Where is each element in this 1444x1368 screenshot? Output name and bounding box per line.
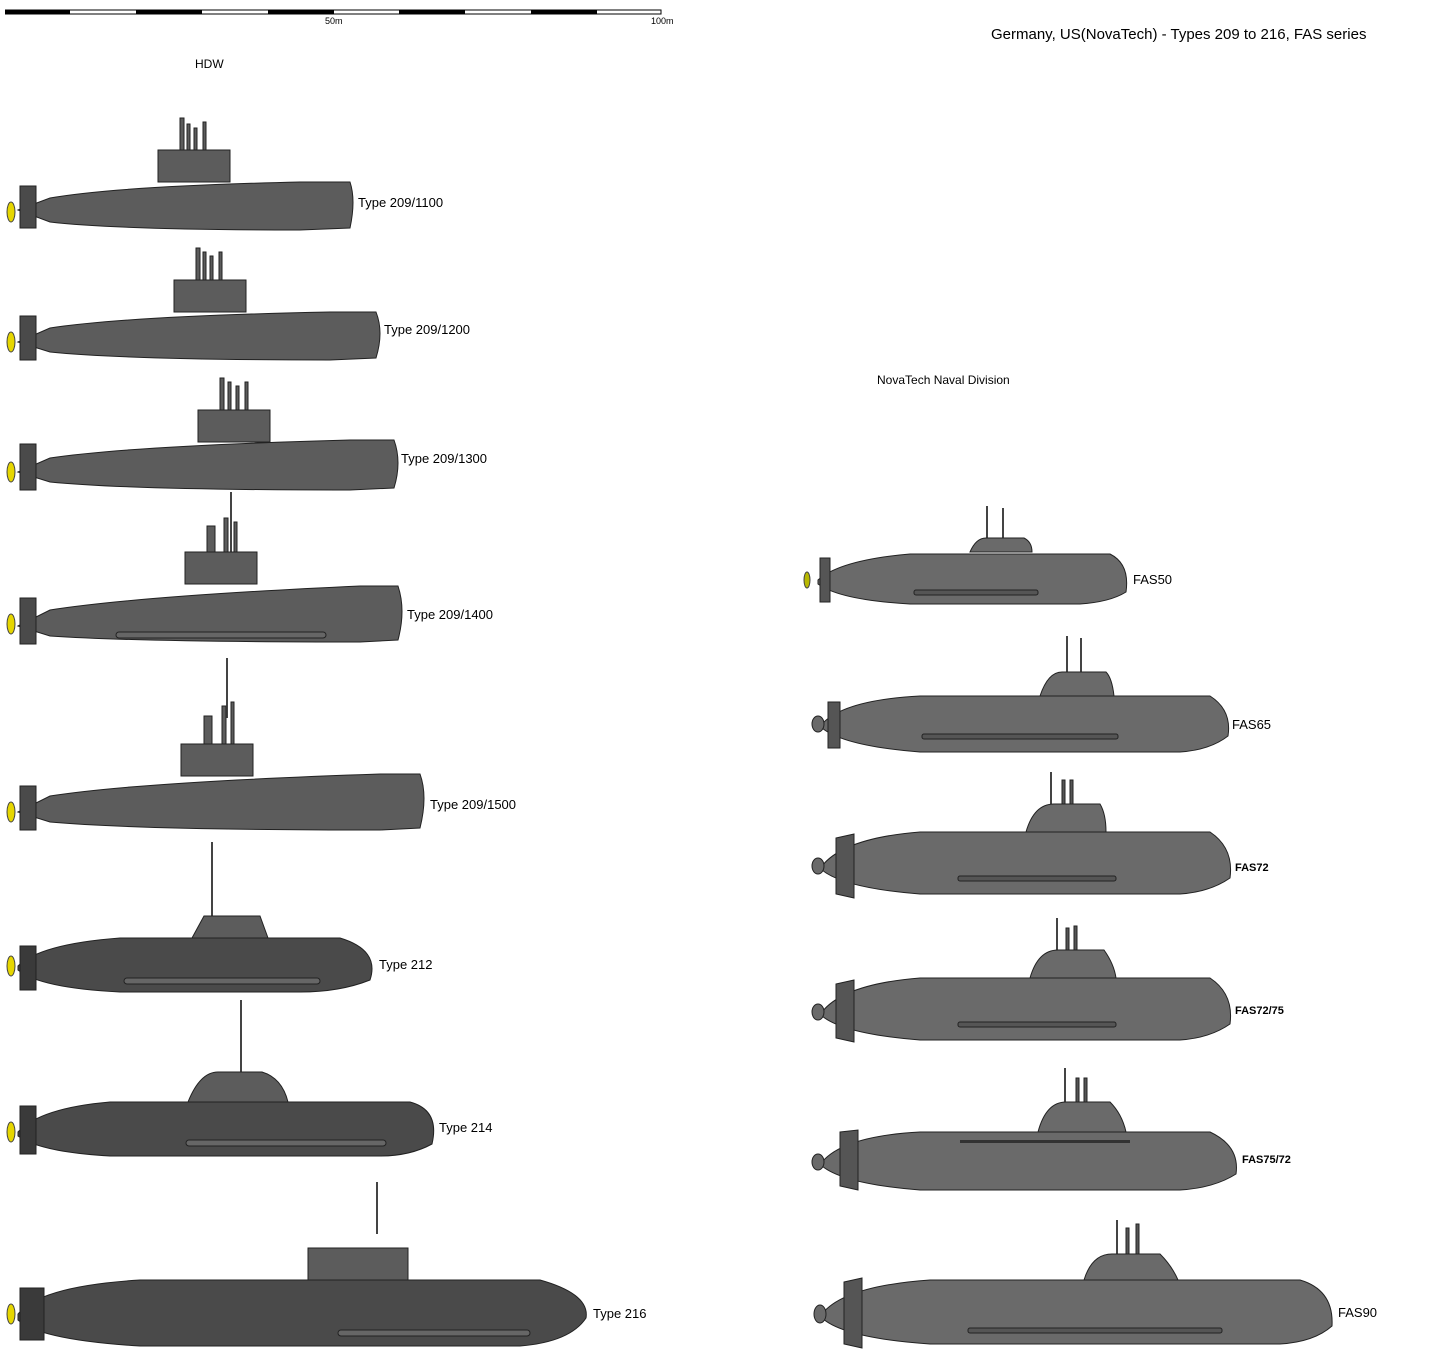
sub-label-fas65: FAS65 bbox=[1232, 717, 1272, 732]
sub-label-type-209-1400: Type 209/1400 bbox=[407, 607, 494, 622]
sub-label-type-209-1300: Type 209/1300 bbox=[401, 451, 488, 466]
sub-label-type-216: Type 216 bbox=[593, 1306, 647, 1321]
submarine-type-209-1100 bbox=[6, 117, 354, 231]
sub-label-fas75-72: FAS75/72 bbox=[1242, 1154, 1291, 1166]
submarine-type-209-1300 bbox=[6, 377, 399, 491]
page-title: Germany, US(NovaTech) - Types 209 to 216… bbox=[991, 26, 1367, 43]
sub-label-type-209-1500: Type 209/1500 bbox=[430, 797, 517, 812]
sub-label-type-209-1100: Type 209/1100 bbox=[358, 195, 444, 210]
submarine-fas65 bbox=[811, 636, 1230, 753]
submarine-type-209-1400 bbox=[6, 492, 403, 645]
sub-label-fas72: FAS72 bbox=[1235, 862, 1269, 874]
submarine-fas90 bbox=[813, 1220, 1333, 1349]
sub-label-type-212: Type 212 bbox=[379, 957, 433, 972]
submarine-type-209-1500 bbox=[6, 658, 425, 831]
sub-label-fas72-75: FAS72/75 bbox=[1235, 1005, 1284, 1017]
submarine-fas50 bbox=[803, 506, 1128, 605]
group-label-novatech: NovaTech Naval Division bbox=[877, 373, 1010, 387]
group-label-hdw: HDW bbox=[195, 57, 224, 71]
submarine-type-216 bbox=[6, 1182, 587, 1347]
submarine-fas75-72 bbox=[811, 1068, 1237, 1191]
submarine-fas72 bbox=[811, 772, 1232, 899]
scale-end-label: 100m bbox=[651, 16, 674, 26]
sub-label-fas90: FAS90 bbox=[1338, 1305, 1378, 1320]
scale-mid-label: 50m bbox=[325, 16, 343, 26]
sub-label-fas50: FAS50 bbox=[1133, 572, 1173, 587]
submarine-fas72-75 bbox=[811, 918, 1232, 1043]
submarine-type-209-1200 bbox=[6, 247, 381, 361]
sub-label-type-209-1200: Type 209/1200 bbox=[384, 322, 471, 337]
sub-label-type-214: Type 214 bbox=[439, 1120, 493, 1135]
submarine-type-214 bbox=[6, 1000, 435, 1157]
submarine-type-212 bbox=[6, 842, 373, 993]
scale-bar bbox=[5, 9, 662, 15]
